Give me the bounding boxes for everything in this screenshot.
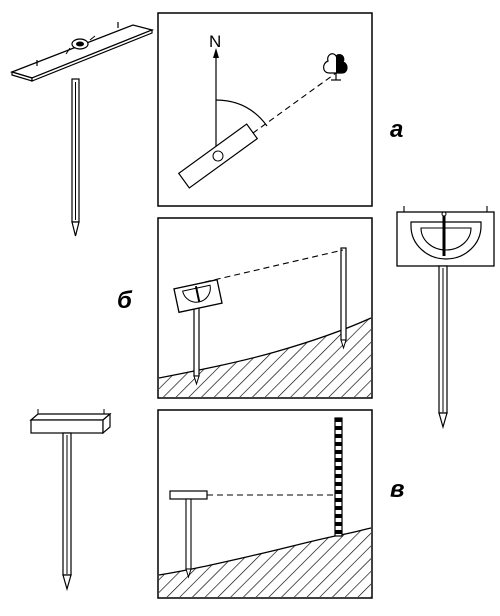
panel-b-frame — [157, 217, 373, 399]
rod-graduation-mark — [335, 458, 342, 462]
clinometer-stake-drawing — [396, 206, 495, 430]
panel-v-frame — [157, 409, 373, 599]
rod-graduation-mark — [335, 418, 342, 422]
panel-label-a: а — [390, 116, 403, 143]
panel-label-b: б — [117, 287, 133, 314]
rod-graduation-mark — [335, 522, 342, 526]
north-label: N — [209, 32, 221, 51]
rod-graduation-mark — [335, 514, 342, 518]
rod-graduation-mark — [335, 466, 342, 470]
ground-slope — [159, 318, 371, 397]
rod-graduation-mark — [335, 426, 342, 430]
panel-label-v: в — [390, 476, 405, 503]
compass-board — [10, 24, 155, 79]
level-box — [30, 419, 104, 434]
level-board — [169, 490, 208, 500]
north-arrow-head-icon — [213, 48, 219, 58]
far-stake — [340, 247, 347, 341]
compass-stake-drawing — [10, 22, 155, 237]
stake-tip — [71, 221, 80, 237]
rod-graduation-mark — [335, 490, 342, 494]
compass-top-view-icon — [212, 150, 224, 162]
rod-graduation-mark — [335, 498, 342, 502]
rod-graduations — [335, 418, 342, 534]
azimuth-arc — [215, 99, 268, 127]
rod-graduation-mark — [335, 442, 342, 446]
rod-graduation-mark — [335, 482, 342, 486]
tree-icon — [323, 53, 348, 81]
rod-graduation-mark — [335, 450, 342, 454]
rod-graduation-mark — [335, 506, 342, 510]
sight-line-b — [204, 249, 344, 283]
rod-graduation-mark — [335, 530, 342, 534]
panel-a-frame: N — [157, 12, 373, 207]
level-stake-drawing — [29, 409, 112, 592]
rod-graduation-mark — [335, 474, 342, 478]
ground-slope-v — [159, 528, 371, 597]
rod-graduation-mark — [335, 434, 342, 438]
